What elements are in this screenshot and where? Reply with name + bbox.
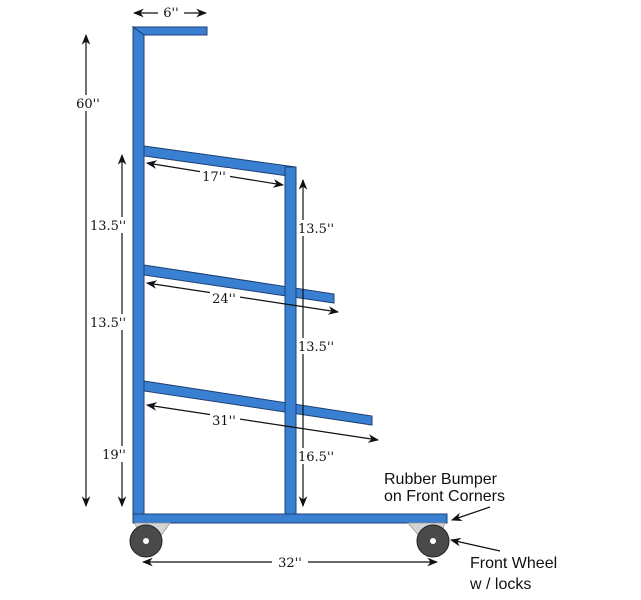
rear-gap-2-label: 13.5'' xyxy=(90,316,126,331)
shelf-1-label: 17'' xyxy=(202,170,226,185)
cart-frame xyxy=(131,26,448,524)
rear-gap-3-label: 19'' xyxy=(102,448,126,463)
rear-post xyxy=(132,26,145,523)
top-arm-dimension: 6'' xyxy=(163,6,178,21)
base-length-label: 32'' xyxy=(278,556,302,571)
front-wheel xyxy=(407,522,450,558)
shelf-3 xyxy=(143,380,373,426)
overall-height-label: 60'' xyxy=(76,97,100,112)
rear-gap-1-label: 13.5'' xyxy=(90,219,126,234)
front-gap-3-label: 16.5'' xyxy=(298,450,334,465)
front-gap-1-label: 13.5'' xyxy=(298,222,334,237)
wheel-note-line1: Front Wheel xyxy=(470,555,557,572)
rear-wheel xyxy=(129,522,171,558)
wheel-pointer-arrow xyxy=(449,537,501,552)
front-post xyxy=(284,166,297,516)
shelf-2-arrow xyxy=(145,280,340,315)
front-gap-2-label: 13.5'' xyxy=(298,340,334,355)
shelf-3-arrow xyxy=(145,402,380,443)
base-rail xyxy=(132,513,448,524)
top-arm xyxy=(131,26,208,36)
bumper-note-line1: Rubber Bumper xyxy=(384,471,498,488)
shelf-3-label: 31'' xyxy=(212,414,236,429)
shelf-2-label: 24'' xyxy=(212,292,236,307)
wheel-note-line2: w / locks xyxy=(469,576,531,593)
bumper-note-line2: on Front Corners xyxy=(384,488,505,505)
bumper-pointer-arrow xyxy=(450,506,491,521)
